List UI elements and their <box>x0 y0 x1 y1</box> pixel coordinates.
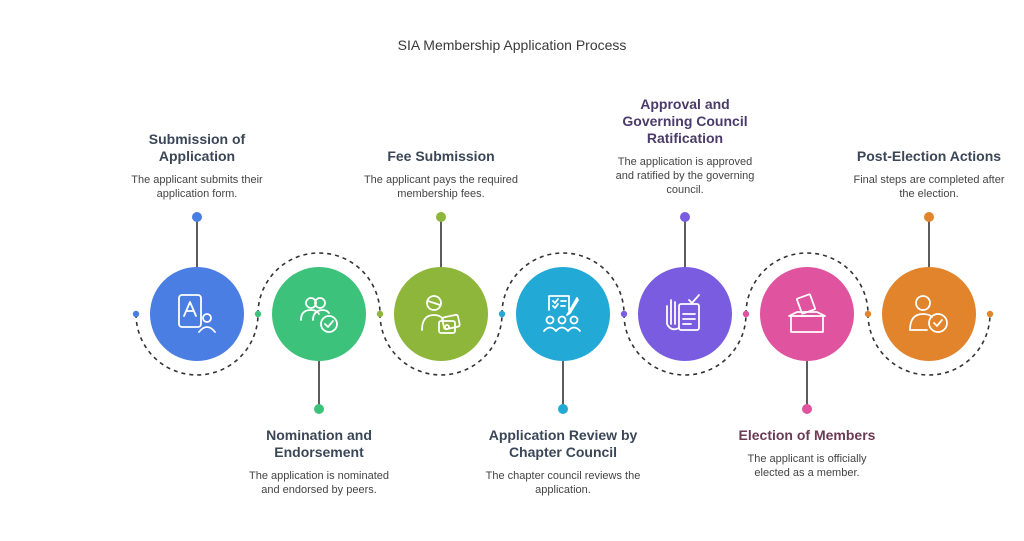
stage-circle <box>760 267 854 361</box>
stage-circle <box>150 267 244 361</box>
junction-dot <box>986 310 994 318</box>
stem-dot <box>314 404 324 414</box>
stage-title: Application Review by Chapter Council <box>488 427 638 460</box>
connector-arc <box>379 313 503 376</box>
stem-dot <box>436 212 446 222</box>
stem-dot <box>558 404 568 414</box>
stage-5: Approval and Governing Council Ratificat… <box>590 96 780 197</box>
connector-arcs <box>132 252 994 376</box>
council-review-icon <box>543 295 581 332</box>
stage-description: The applicant pays the required membersh… <box>363 174 519 200</box>
stage-title: Nomination and Endorsement <box>266 427 372 460</box>
stage-title: Submission of Application <box>148 131 246 164</box>
junction-dot <box>864 310 872 318</box>
connector-arc <box>501 252 625 315</box>
ratification-icon <box>666 294 700 331</box>
junction-dot <box>498 310 506 318</box>
stage-circle <box>516 267 610 361</box>
junction-dot <box>742 310 750 318</box>
connector-arc <box>135 313 259 376</box>
stage-description: Final steps are completed after the elec… <box>853 174 1005 200</box>
stems <box>192 212 934 414</box>
stage-icons <box>178 293 948 334</box>
stage-title: Approval and Governing Council Ratificat… <box>622 96 748 146</box>
ballot-box-icon <box>788 293 826 333</box>
junction-dot <box>254 310 262 318</box>
junction-dot <box>132 310 140 318</box>
stage-description: The applicant is officially elected as a… <box>747 453 867 479</box>
connector-arc <box>257 252 381 315</box>
stage-title: Election of Members <box>738 427 876 443</box>
stage-circle <box>882 267 976 361</box>
stage-description: The application is approved and ratified… <box>615 156 755 196</box>
stage-description: The chapter council reviews the applicat… <box>485 470 641 496</box>
stage-circle <box>394 267 488 361</box>
connector-arc <box>623 313 747 376</box>
junction-dot <box>620 310 628 318</box>
stage-circles <box>150 267 976 361</box>
stem-dot <box>680 212 690 222</box>
member-check-icon <box>909 295 948 333</box>
stage-description: The application is nominated and endorse… <box>248 470 390 496</box>
junction-dot <box>376 310 384 318</box>
connector-arc <box>745 252 869 315</box>
stem-dot <box>802 404 812 414</box>
application-form-icon <box>178 294 216 333</box>
stage-title: Post-Election Actions <box>856 148 1002 164</box>
stem-dot <box>192 212 202 222</box>
fee-payment-icon <box>421 295 461 334</box>
stage-description: The applicant submits their application … <box>131 174 263 200</box>
page-title: SIA Membership Application Process <box>397 37 627 53</box>
endorsed-users-icon <box>300 297 338 333</box>
stem-dot <box>924 212 934 222</box>
stage-title: Fee Submission <box>387 148 495 164</box>
connector-arc <box>867 313 991 376</box>
